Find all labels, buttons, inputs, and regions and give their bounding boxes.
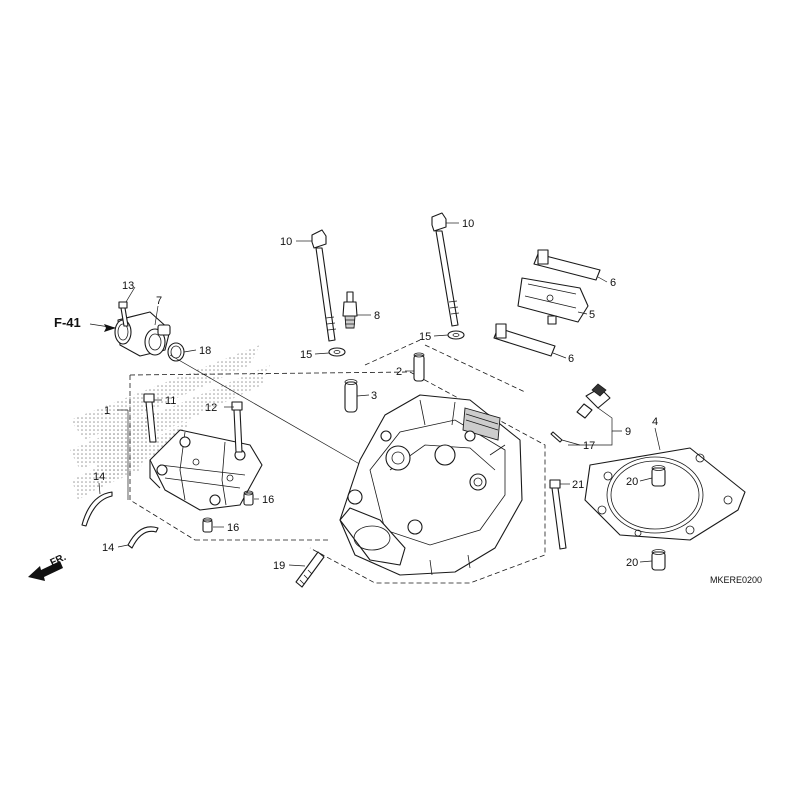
holder-bolt-12 (231, 401, 243, 453)
dowel-pin-16b (202, 517, 213, 533)
leader-lines (89, 222, 661, 567)
dowel-20b (651, 549, 666, 571)
callout-20-upper: 20 (626, 476, 638, 488)
callout-6-upper: 6 (610, 277, 616, 289)
callout-17: 17 (583, 440, 595, 452)
cylinder-head-bolt-left (311, 229, 337, 342)
callout-12: 12 (205, 402, 217, 414)
water-outlet-housing (114, 311, 171, 357)
callout-10-right: 10 (462, 218, 474, 230)
callout-20-lower: 20 (626, 557, 638, 569)
dowel-3 (344, 379, 358, 413)
callout-14-upper: 14 (93, 471, 105, 483)
tube-6-upper (533, 249, 601, 281)
stud-bolt-19 (295, 551, 325, 588)
callout-7: 7 (156, 295, 162, 307)
rocker-block-5 (517, 277, 589, 325)
front-direction: FR. (28, 552, 68, 581)
cylinder-head-bolt-right (431, 212, 460, 327)
watermark-logo (70, 345, 270, 500)
callout-16-lower: 16 (227, 522, 239, 534)
dowel-20a (651, 465, 666, 487)
reference-f41: F-41 (54, 315, 116, 332)
callout-9: 9 (625, 426, 631, 438)
callout-5: 5 (589, 309, 595, 321)
callout-2: 2 (396, 366, 402, 378)
callout-8: 8 (374, 310, 380, 322)
callout-15-left: 15 (300, 349, 312, 361)
callout-18: 18 (199, 345, 211, 357)
callout-3: 3 (371, 390, 377, 402)
assembly-outline (129, 339, 546, 584)
callout-11: 11 (165, 395, 176, 407)
reference-label: F-41 (54, 315, 81, 330)
tube-6-lower (493, 323, 556, 357)
callout-6-lower: 6 (568, 353, 574, 365)
washer-15b (447, 330, 465, 340)
dowel-pin-16a (243, 490, 254, 506)
temperature-sensor (576, 383, 611, 419)
clip-14a (81, 491, 113, 527)
callout-labels: 1 2 3 4 5 6 6 7 8 9 10 10 11 12 13 14 14… (93, 218, 658, 572)
callout-21: 21 (572, 479, 584, 491)
stud-bolt-21 (549, 479, 567, 550)
reference-arrow (104, 324, 116, 332)
valve-guide (413, 352, 425, 382)
housing-bolt (118, 301, 129, 327)
cylinder-head (339, 394, 523, 576)
callout-13: 13 (122, 280, 134, 292)
spark-plug (342, 291, 358, 329)
callout-14-lower: 14 (102, 542, 114, 554)
camshaft-holder (149, 429, 263, 511)
callout-1: 1 (104, 405, 110, 417)
clip-14b (127, 526, 159, 549)
callout-16-upper: 16 (262, 494, 274, 506)
front-label: FR. (49, 552, 68, 569)
callout-19: 19 (273, 560, 285, 572)
callout-10-left: 10 (280, 236, 292, 248)
cylinder-head-gasket (584, 447, 746, 541)
callout-15-right: 15 (419, 331, 431, 343)
front-arrow-icon (28, 561, 63, 581)
holder-bolt-11 (143, 393, 157, 443)
washer-15a (328, 347, 346, 357)
callout-4: 4 (652, 416, 658, 428)
diagram-code: MKERE0200 (710, 575, 762, 585)
pin-17 (550, 431, 563, 443)
